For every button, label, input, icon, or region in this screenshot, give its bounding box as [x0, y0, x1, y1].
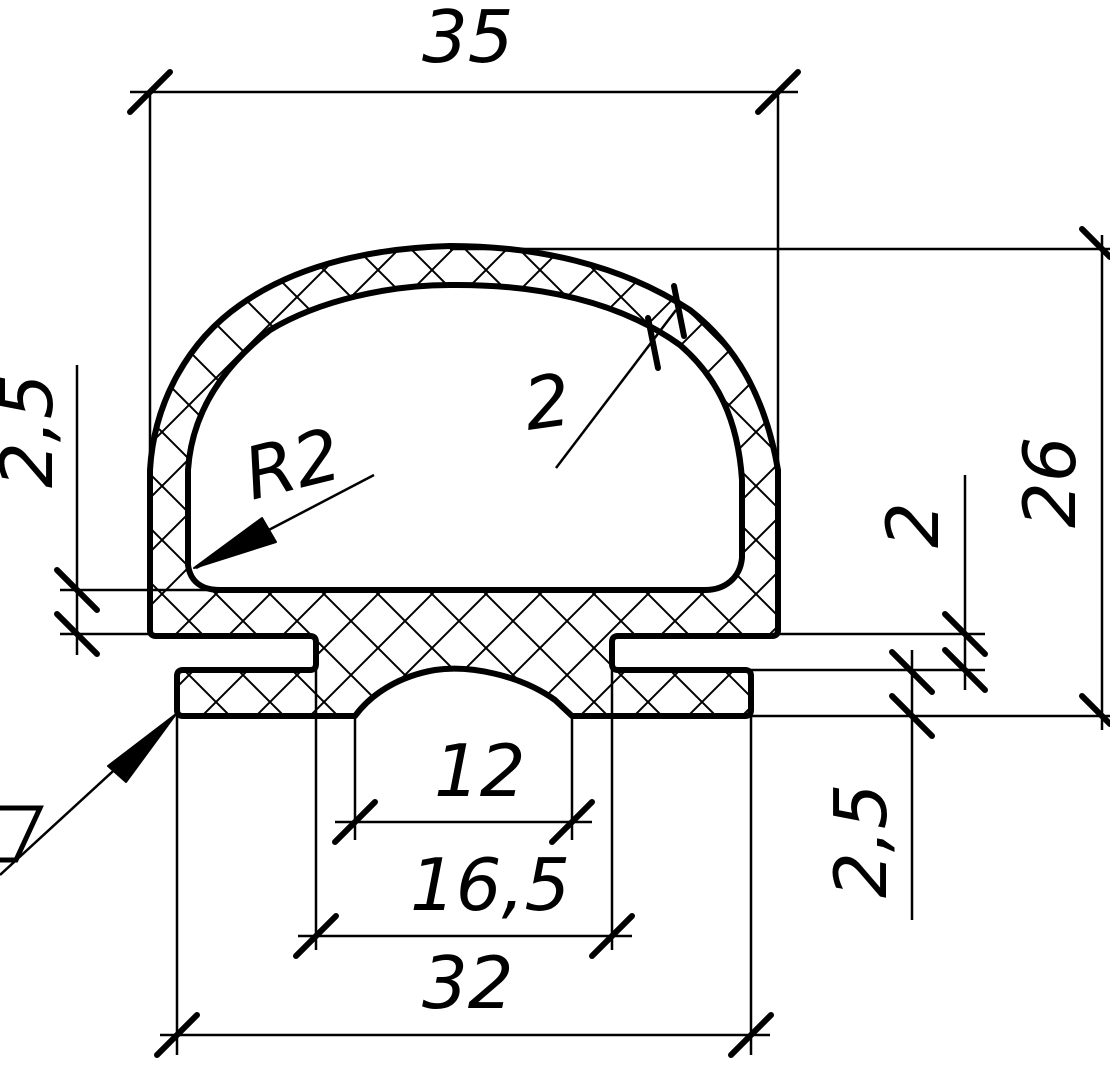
arrowheads: [107, 517, 277, 783]
dim-overall-height: 26: [1008, 436, 1092, 528]
dimension-ticks: [54, 69, 1110, 1058]
leader-arrowhead: [107, 713, 177, 783]
r2-arrowhead: [193, 517, 277, 569]
dim-left-step: 2,5: [0, 373, 69, 488]
dim-right-gap: 2: [871, 502, 955, 548]
dim-groove-width: 12: [434, 729, 526, 813]
cropped-leader-mark: [0, 805, 44, 863]
dim-slot-width: 16,5: [410, 843, 570, 927]
dim-foot-height: 2,5: [819, 783, 903, 898]
dim-inner-span: 32: [422, 941, 514, 1025]
dim-overall-width: 35: [422, 0, 514, 79]
